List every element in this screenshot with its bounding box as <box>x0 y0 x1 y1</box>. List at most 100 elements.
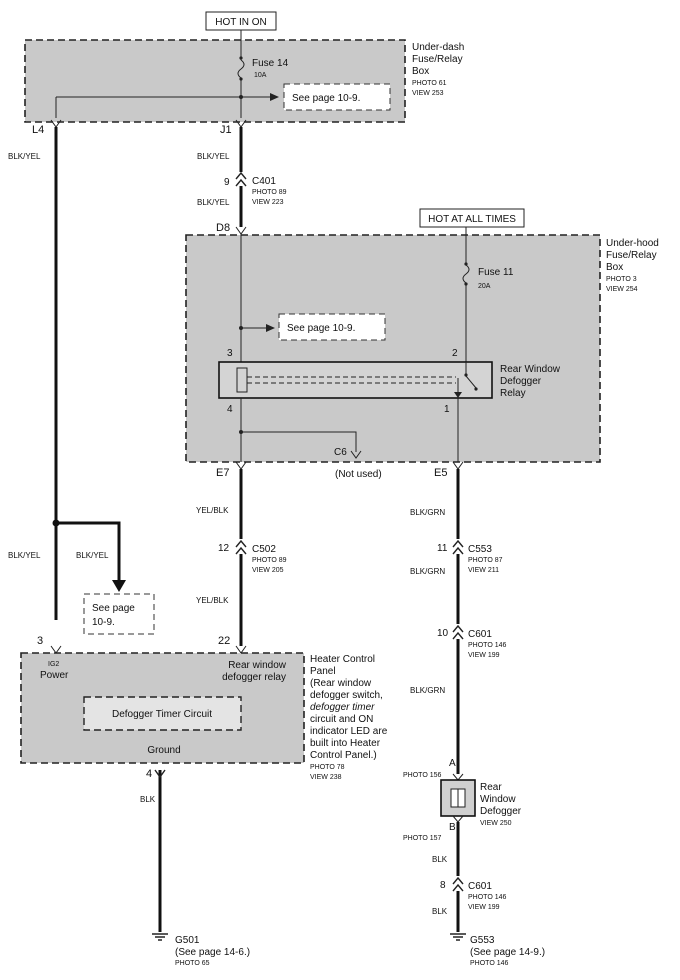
left-wire-label-top: BLK/YEL <box>8 152 41 161</box>
g553-ground-icon <box>450 933 466 941</box>
c553-view: VIEW 211 <box>468 567 499 574</box>
g553-wire-label: BLK <box>432 907 448 916</box>
fuse-11-label: Fuse 11 <box>478 267 514 278</box>
under-hood-title-1: Under-hood <box>606 238 659 249</box>
relay-pin-2: 2 <box>452 348 458 359</box>
heater-desc-1: Heater Control <box>310 654 375 665</box>
c601-upper-connector <box>452 624 464 640</box>
under-hood-see-page-box <box>278 313 386 341</box>
c502-name: C502 <box>252 544 276 555</box>
c601-lower-view: VIEW 199 <box>468 904 500 911</box>
c6-not-used: (Not used) <box>335 469 382 480</box>
c553-photo: PHOTO 87 <box>468 557 503 564</box>
defogger-photo-b: PHOTO 157 <box>403 835 441 842</box>
heater-desc-6: circuit and ON <box>310 714 373 725</box>
heater-pin-power: 3 <box>37 635 43 647</box>
fuse-14-amp: 10A <box>254 72 267 79</box>
under-hood-title-3: Box <box>606 262 623 273</box>
e7-wire-label: YEL/BLK <box>196 506 229 515</box>
hot-at-all-times-tag: HOT AT ALL TIMES <box>419 208 525 228</box>
c401-photo: PHOTO 89 <box>252 189 287 196</box>
defogger-view: VIEW 250 <box>480 820 512 827</box>
left-see-page-box <box>83 593 155 635</box>
relay-label-2: Defogger <box>500 376 542 387</box>
rear-window-defogger <box>440 779 476 817</box>
heater-desc-5: defogger timer <box>310 702 375 713</box>
g553-see: (See page 14-9.) <box>470 947 545 958</box>
c502-wire-label: YEL/BLK <box>196 596 229 605</box>
heater-pin-ground: 4 <box>146 768 152 780</box>
c502-view: VIEW 205 <box>252 567 284 574</box>
relay-label-1: Rear Window <box>500 364 561 375</box>
heater-desc-2: Panel <box>310 666 336 677</box>
c6-label: C6 <box>334 447 347 458</box>
defogger-timer-box <box>83 696 242 731</box>
g501-name: G501 <box>175 935 200 946</box>
under-dash-title-2: Fuse/Relay <box>412 54 463 65</box>
heater-relay-text-2: defogger relay <box>222 672 286 683</box>
defogger-label-1: Rear <box>480 782 502 793</box>
heater-photo: PHOTO 78 <box>310 764 345 771</box>
c401-name: C401 <box>252 176 276 187</box>
defogger-timer-label: Defogger Timer Circuit <box>112 709 212 720</box>
under-hood-see-page: See page 10-9. <box>287 323 355 334</box>
terminal-e5: E5 <box>434 467 447 479</box>
heater-desc-4: defogger switch, <box>310 690 383 701</box>
c601-lower-connector <box>452 876 464 892</box>
relay-pin-3: 3 <box>227 348 233 359</box>
under-hood-view: VIEW 254 <box>606 286 638 293</box>
heater-desc-3: (Rear window <box>310 678 372 689</box>
g553-photo: PHOTO 146 <box>470 960 508 967</box>
fuse-11-symbol <box>462 264 470 284</box>
c601-upper-photo: PHOTO 146 <box>468 642 506 649</box>
c601-lower-photo: PHOTO 146 <box>468 894 506 901</box>
c502-connector <box>235 539 247 555</box>
c401-wire-label: BLK/YEL <box>197 198 230 207</box>
g501-ground-icon <box>152 933 168 941</box>
heater-power: Power <box>40 670 69 681</box>
heater-view: VIEW 238 <box>310 774 342 781</box>
left-wire-label-bottom: BLK/YEL <box>8 551 41 560</box>
under-dash-title-1: Under-dash <box>412 42 464 53</box>
under-dash-view: VIEW 253 <box>412 90 444 97</box>
c401-view: VIEW 223 <box>252 199 284 206</box>
c601-upper-view: VIEW 199 <box>468 652 500 659</box>
fuse-14-label: Fuse 14 <box>252 58 289 69</box>
under-hood-box <box>185 234 601 463</box>
c553-pin: 11 <box>437 543 448 554</box>
under-dash-see-page-box <box>283 83 391 111</box>
c601-wire-label: BLK/GRN <box>410 686 445 695</box>
defogger-wire-label: BLK <box>432 855 448 864</box>
g501-wire-label: BLK <box>140 795 156 804</box>
defogger-pin-b: B <box>449 822 456 833</box>
heater-ground: Ground <box>147 745 180 756</box>
relay-pin-1: 1 <box>444 404 450 415</box>
heater-desc-7: indicator LED are <box>310 726 388 737</box>
heater-desc-9: Control Panel.) <box>310 750 377 761</box>
c401-connector <box>235 171 247 187</box>
terminal-j1: J1 <box>220 124 232 136</box>
c601-upper-name: C601 <box>468 629 492 640</box>
defogger-pin-a: A <box>449 758 456 769</box>
j1-wire-label: BLK/YEL <box>197 152 230 161</box>
c601-lower-pin: 8 <box>440 880 446 891</box>
left-see-page-2: 10-9. <box>92 617 115 628</box>
relay-pin-4: 4 <box>227 404 233 415</box>
terminal-l4: L4 <box>32 124 44 136</box>
defogger-relay <box>218 361 493 399</box>
hot-in-on-tag: HOT IN ON <box>205 11 277 31</box>
under-hood-title-2: Fuse/Relay <box>606 250 657 261</box>
heater-pin-relay: 22 <box>218 635 230 647</box>
under-dash-title-3: Box <box>412 66 429 77</box>
heater-ig2: IG2 <box>48 661 59 668</box>
relay-label-3: Relay <box>500 388 526 399</box>
defogger-photo-a: PHOTO 156 <box>403 772 441 779</box>
fuse-11-amp: 20A <box>478 283 491 290</box>
c553-wire-label: BLK/GRN <box>410 567 445 576</box>
g501-see: (See page 14-6.) <box>175 947 250 958</box>
c401-pin: 9 <box>224 177 230 188</box>
hot-at-all-times-label: HOT AT ALL TIMES <box>428 214 516 225</box>
g553-name: G553 <box>470 935 495 946</box>
c502-pin: 12 <box>218 543 230 554</box>
